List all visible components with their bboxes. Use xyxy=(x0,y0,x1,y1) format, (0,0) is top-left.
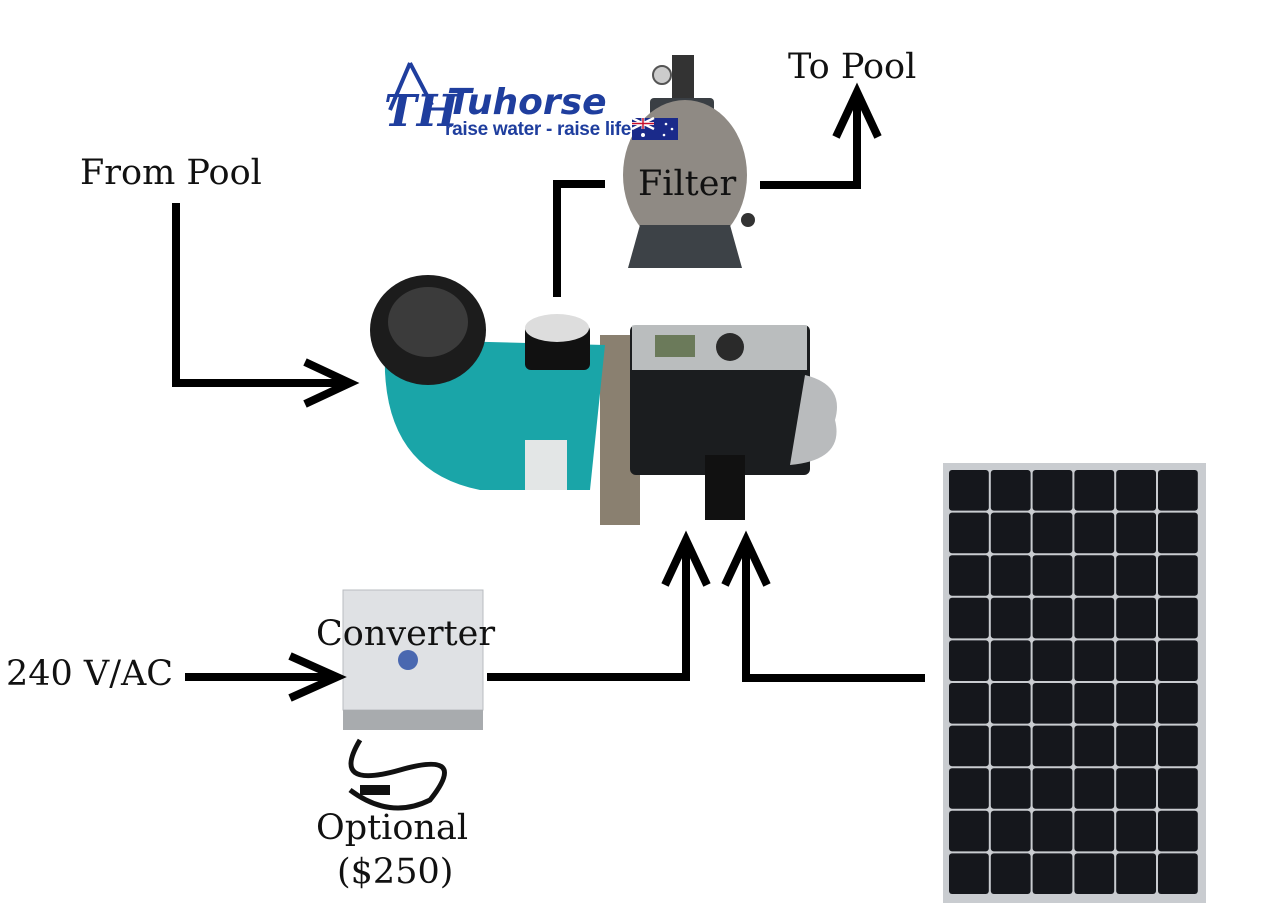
solar-cell xyxy=(1074,555,1115,596)
label-to-pool: To Pool xyxy=(788,47,917,87)
solar-cell xyxy=(1074,768,1115,809)
solar-cell xyxy=(990,810,1031,852)
solar-cell xyxy=(1032,725,1073,767)
solar-cell xyxy=(1158,597,1198,639)
converter-box-image xyxy=(342,589,484,811)
label-optional: Optional xyxy=(316,808,469,848)
solar-cell xyxy=(1032,640,1073,681)
solar-cell xyxy=(949,853,989,894)
label-ac-input: 240 V/AC xyxy=(6,654,174,694)
solar-cell xyxy=(1158,512,1198,554)
solar-cell xyxy=(1158,683,1198,724)
solar-cell xyxy=(1116,725,1156,767)
solar-cell xyxy=(1074,853,1115,894)
solar-cell xyxy=(949,725,989,767)
solar-cell xyxy=(949,683,989,724)
sand-filter-image xyxy=(623,55,755,268)
arrow-from-pool xyxy=(172,203,345,387)
solar-cell xyxy=(1158,810,1198,852)
solar-cell xyxy=(1032,683,1073,724)
solar-cell xyxy=(990,555,1031,596)
arrow-solar-to-pump xyxy=(742,545,925,682)
solar-cell xyxy=(1032,512,1073,554)
solar-cell xyxy=(1074,597,1115,639)
solar-cell xyxy=(990,597,1031,639)
solar-cell xyxy=(1158,555,1198,596)
solar-cell xyxy=(949,768,989,809)
arrow-converter-to-pump-head xyxy=(661,530,711,587)
solar-cell xyxy=(1116,853,1156,894)
solar-cell xyxy=(990,768,1031,809)
arrow-from-pool-head xyxy=(303,358,360,408)
solar-cell xyxy=(990,512,1031,554)
solar-cell xyxy=(1116,768,1156,809)
solar-cell xyxy=(949,640,989,681)
solar-cell xyxy=(1032,853,1073,894)
australian-flag-icon xyxy=(631,116,678,140)
arrow-filter-to-pool-head xyxy=(832,82,882,139)
solar-cell xyxy=(990,470,1031,511)
solar-cell xyxy=(949,555,989,596)
label-from-pool: From Pool xyxy=(80,153,262,193)
solar-panel-image xyxy=(943,463,1206,903)
arrow-solar-to-pump-head xyxy=(721,530,771,587)
solar-cell xyxy=(949,470,989,511)
solar-cell xyxy=(1116,810,1156,852)
solar-cell xyxy=(1158,640,1198,681)
solar-cell xyxy=(1158,853,1198,894)
arrow-pump-to-filter xyxy=(553,180,605,297)
solar-cell xyxy=(949,512,989,554)
flow-arrows xyxy=(172,82,925,702)
label-converter: Converter xyxy=(316,614,496,654)
solar-cell xyxy=(1074,725,1115,767)
logo-tagline: raise water - raise life xyxy=(445,119,632,140)
solar-cell xyxy=(1032,470,1073,511)
solar-cell xyxy=(1116,597,1156,639)
solar-cell xyxy=(949,597,989,639)
solar-cell xyxy=(1116,683,1156,724)
solar-cell xyxy=(1074,470,1115,511)
solar-cell xyxy=(1074,810,1115,852)
solar-cell xyxy=(1074,640,1115,681)
solar-cell xyxy=(1032,555,1073,596)
solar-cell xyxy=(990,853,1031,894)
solar-cell xyxy=(1032,768,1073,809)
solar-cell xyxy=(1074,683,1115,724)
solar-cell xyxy=(1074,512,1115,554)
solar-cell xyxy=(1032,597,1073,639)
label-filter: Filter xyxy=(638,164,737,204)
solar-cell xyxy=(1158,725,1198,767)
solar-cell xyxy=(1158,470,1198,511)
solar-cell xyxy=(1158,768,1198,809)
solar-pool-pump-image xyxy=(370,275,837,525)
solar-cell xyxy=(1116,640,1156,681)
solar-cell xyxy=(990,725,1031,767)
arrow-converter-to-pump xyxy=(487,545,690,681)
solar-cell xyxy=(949,810,989,852)
arrow-filter-to-pool xyxy=(760,95,861,189)
logo-mark: TH xyxy=(384,86,459,137)
logo-brand-name: Tuhorse xyxy=(447,82,607,123)
solar-cell xyxy=(990,640,1031,681)
label-price: ($250) xyxy=(337,852,454,892)
solar-cell xyxy=(1116,470,1156,511)
solar-cell xyxy=(990,683,1031,724)
solar-cell xyxy=(1116,555,1156,596)
logo-drop-icon xyxy=(388,62,434,111)
solar-cell xyxy=(1116,512,1156,554)
arrow-ac-input-head xyxy=(288,652,347,702)
solar-cell xyxy=(1032,810,1073,852)
